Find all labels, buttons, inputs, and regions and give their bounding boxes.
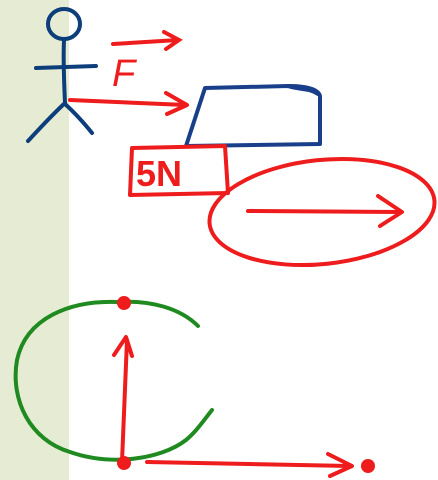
- top-point: [117, 296, 131, 310]
- vector-arrow-icon: [111, 30, 183, 51]
- stick-figure-body: [61, 38, 67, 105]
- end-point: [361, 459, 375, 473]
- horizontal-arrow: [145, 452, 354, 478]
- highlight-ellipse: [207, 156, 437, 268]
- force-value-label: 5N: [136, 153, 182, 194]
- resultant-arrow: [246, 194, 404, 228]
- box-object-icon: [184, 84, 322, 148]
- force-arrow: [68, 91, 189, 116]
- stick-figure-arms: [34, 64, 98, 70]
- green-curve: [13, 299, 214, 462]
- stick-figure-leg-left: [26, 101, 67, 143]
- origin-point: [117, 456, 131, 470]
- vertical-arrow: [112, 335, 134, 464]
- stick-figure-icon: [26, 7, 98, 143]
- force-value-badge: 5N: [128, 144, 230, 197]
- force-symbol-label: F: [112, 53, 137, 95]
- stick-figure-leg-right: [63, 102, 94, 135]
- sidebar-strip: [0, 0, 69, 480]
- stick-figure-head: [46, 7, 82, 41]
